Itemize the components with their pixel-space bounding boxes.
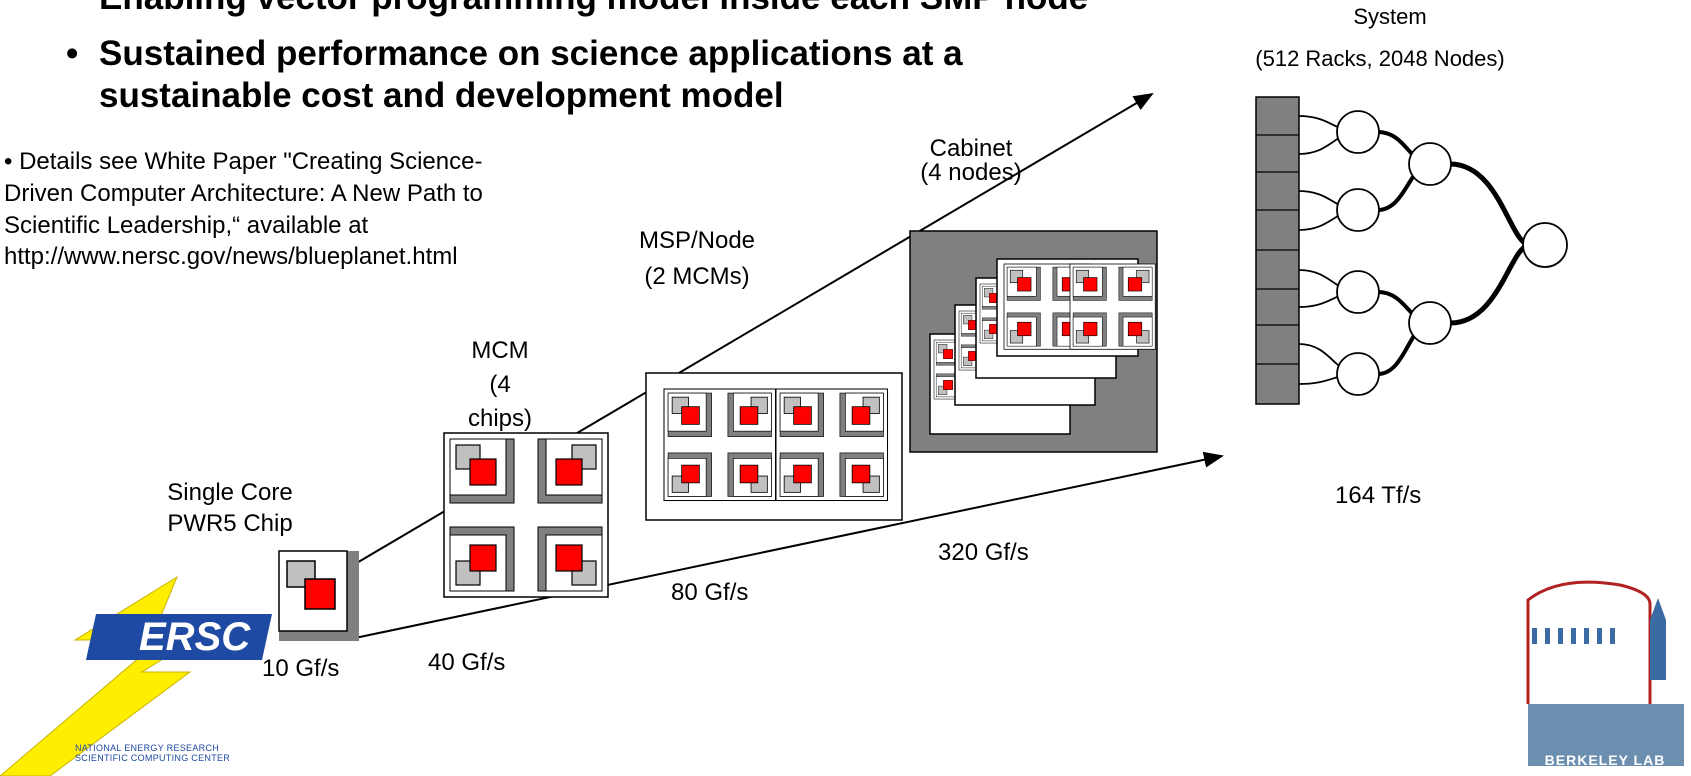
bullet-marker: • <box>66 34 79 73</box>
berkeley-lab-logo <box>1522 578 1685 776</box>
mcm-block <box>443 432 609 598</box>
perf-cabinet: 320 Gf/s <box>938 539 1029 566</box>
system-label-2: (512 Racks, 2048 Nodes) <box>1255 46 1505 71</box>
msp-node-label-2: (2 MCMs) <box>644 263 750 290</box>
mcm-label-1: MCM <box>471 337 529 364</box>
arrow-line-lower <box>354 451 1224 639</box>
mcm-label-2: (4 <box>489 371 511 398</box>
single-core-chip <box>278 550 360 642</box>
msp-node-label-1: MSP/Node <box>638 227 756 254</box>
details-line-3: Scientific Leadership,“ available at <box>4 212 369 239</box>
system-block <box>1255 96 1568 405</box>
mcm-label-3: chips) <box>467 405 533 432</box>
nersc-subtitle-2: SCIENTIFIC COMPUTING CENTER <box>75 753 231 763</box>
perf-mcm: 40 Gf/s <box>428 649 506 676</box>
single-core-label-2: PWR5 Chip <box>167 510 293 537</box>
nersc-logo <box>0 575 272 776</box>
perf-chip: 10 Gf/s <box>262 655 340 682</box>
bullet-sustained-performance: Sustained performance on science applica… <box>99 34 963 73</box>
perf-system: 164 Tf/s <box>1335 482 1422 509</box>
details-line-2: Driven Computer Architecture: A New Path… <box>4 180 483 207</box>
bullet-vector-model: Enabling vector programming model inside… <box>99 0 1088 19</box>
berkeley-lab-text: BERKELEY LAB <box>1544 752 1666 768</box>
cabinet-label-2: (4 nodes) <box>920 159 1022 186</box>
details-line-1: • Details see White Paper "Creating Scie… <box>4 148 483 175</box>
msp-node-block <box>645 372 903 521</box>
cabinet-block <box>909 230 1158 453</box>
single-core-label-1: Single Core <box>167 479 293 506</box>
perf-msp: 80 Gf/s <box>671 579 749 606</box>
nersc-subtitle-1: NATIONAL ENERGY RESEARCH <box>75 743 220 753</box>
details-link[interactable]: http://www.nersc.gov/news/blueplanet.htm… <box>4 243 458 270</box>
system-label-1: System <box>1353 4 1427 29</box>
bullet-sustainable-cost: sustainable cost and development model <box>99 76 784 115</box>
cabinet-label-1: Cabinet <box>929 135 1013 162</box>
nersc-logo-text: ERSC <box>139 615 251 659</box>
